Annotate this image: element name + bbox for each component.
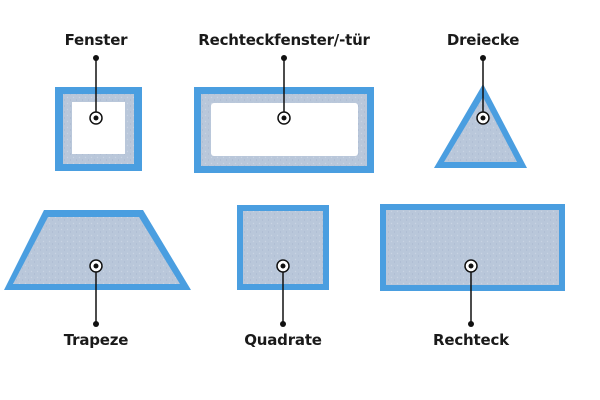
trapeze-inner [13, 217, 180, 284]
dreiecke-shape [434, 84, 527, 168]
rechteckfenster-end-dot [281, 55, 287, 61]
dreiecke-inner [444, 97, 517, 162]
fenster-target-icon [89, 111, 103, 125]
dreiecke-target-icon [476, 111, 490, 125]
rechteck-target-icon [464, 259, 478, 273]
quadrate-target-icon [276, 259, 290, 273]
quadrate-end-dot [280, 321, 286, 327]
trapeze-label: Trapeze [63, 331, 129, 349]
trapeze-shape [4, 210, 191, 290]
quadrate-label: Quadrate [244, 331, 322, 349]
rechteck-label: Rechteck [433, 331, 509, 349]
rechteckfenster-target-icon [277, 111, 291, 125]
fenster-shape [55, 87, 142, 171]
fenster-label: Fenster [64, 31, 128, 49]
dreiecke-end-dot [480, 55, 486, 61]
trapeze-end-dot [93, 321, 99, 327]
target-markers [89, 111, 490, 273]
fenster-hole [72, 102, 125, 154]
rechteck-end-dot [468, 321, 474, 327]
rechteck-shape [380, 204, 565, 291]
trapeze-target-icon [89, 259, 103, 273]
rechteck-inner [386, 210, 559, 285]
rechteckfenster-hole [211, 103, 358, 156]
dreiecke-label: Dreiecke [446, 31, 520, 49]
fenster-end-dot [93, 55, 99, 61]
rechteckfenster-label: Rechteckfenster/-tür [198, 31, 370, 49]
